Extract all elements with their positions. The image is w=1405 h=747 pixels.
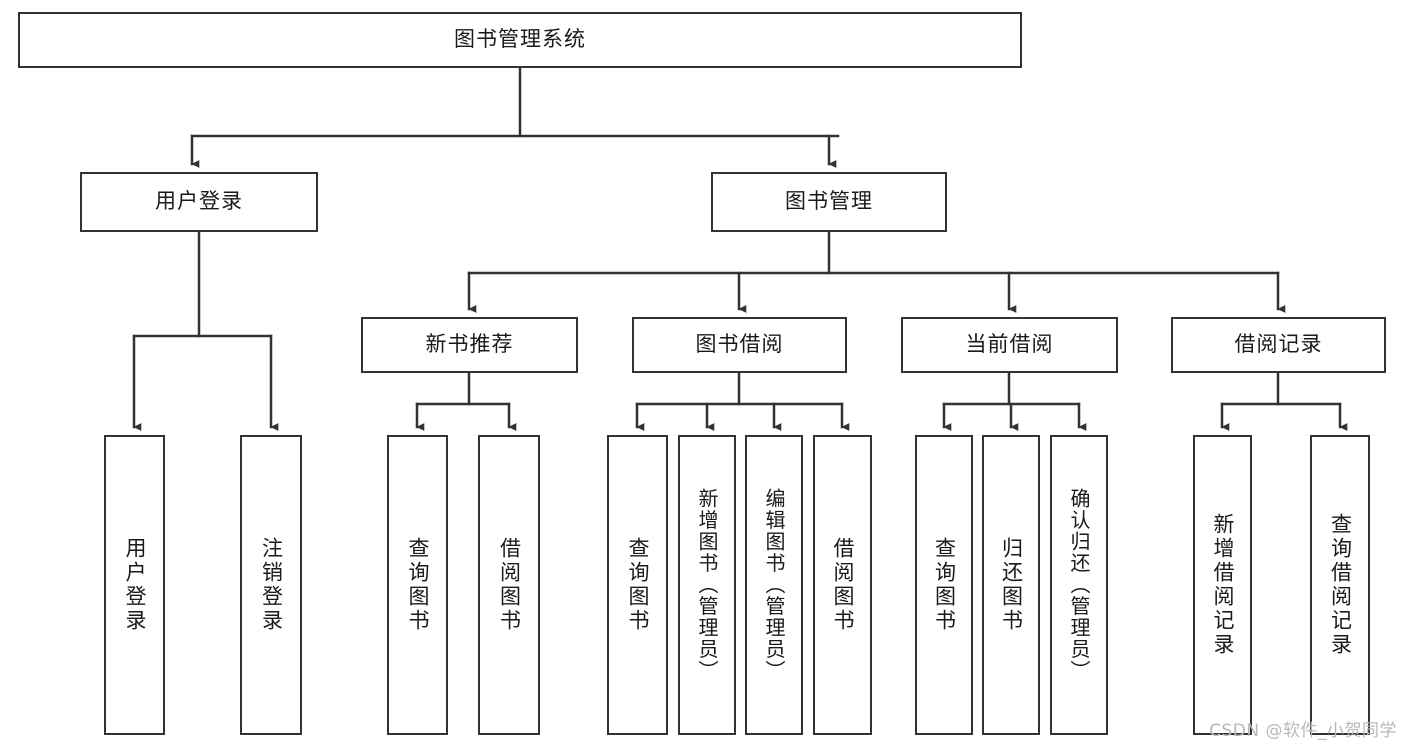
node-label: 用户登录	[123, 537, 147, 633]
node-leaf-query-book-3[interactable]: 查询图书	[915, 435, 973, 735]
node-label: 借阅记录	[1234, 332, 1323, 357]
watermark: CSDN @软件_小贺同学	[1209, 721, 1397, 741]
node-label: 借阅图书	[831, 537, 855, 633]
node-label: 图书借阅	[695, 332, 784, 357]
node-label: 新增借阅记录	[1211, 513, 1235, 657]
node-label: 新增图书（管理员）	[695, 488, 719, 682]
node-leaf-borrow-book-1[interactable]: 借阅图书	[478, 435, 540, 735]
node-label: 查询图书	[626, 537, 650, 633]
node-label: 查询图书	[932, 537, 957, 633]
node-label: 用户登录	[155, 189, 243, 214]
node-leaf-add-book-admin[interactable]: 新增图书（管理员）	[678, 435, 736, 735]
node-leaf-query-book-2[interactable]: 查询图书	[607, 435, 668, 735]
node-label: 新书推荐	[425, 332, 514, 357]
node-leaf-logout[interactable]: 注销登录	[240, 435, 302, 735]
node-current-borrow[interactable]: 当前借阅	[901, 317, 1118, 373]
node-leaf-user-login[interactable]: 用户登录	[104, 435, 165, 735]
node-label: 图书管理	[785, 189, 873, 214]
node-leaf-confirm-return-admin[interactable]: 确认归还（管理员）	[1050, 435, 1108, 735]
node-leaf-borrow-book-2[interactable]: 借阅图书	[813, 435, 872, 735]
node-leaf-add-borrow-record[interactable]: 新增借阅记录	[1193, 435, 1252, 735]
node-label: 当前借阅	[965, 332, 1054, 357]
node-book-management[interactable]: 图书管理	[711, 172, 947, 232]
node-label: 查询借阅记录	[1328, 513, 1353, 657]
node-label: 编辑图书（管理员）	[762, 488, 786, 682]
node-new-book-recommend[interactable]: 新书推荐	[361, 317, 578, 373]
node-label: 图书管理系统	[454, 27, 586, 52]
node-label: 查询图书	[406, 537, 430, 633]
node-book-borrow[interactable]: 图书借阅	[632, 317, 847, 373]
node-label: 确认归还（管理员）	[1067, 488, 1091, 682]
node-leaf-return-book[interactable]: 归还图书	[982, 435, 1040, 735]
node-borrow-record[interactable]: 借阅记录	[1171, 317, 1386, 373]
node-leaf-edit-book-admin[interactable]: 编辑图书（管理员）	[745, 435, 803, 735]
node-label: 注销登录	[259, 537, 284, 633]
node-root-system[interactable]: 图书管理系统	[18, 12, 1022, 68]
node-label: 借阅图书	[497, 537, 522, 633]
node-label: 归还图书	[999, 537, 1024, 633]
node-leaf-query-borrow-record[interactable]: 查询借阅记录	[1310, 435, 1370, 735]
node-user-login[interactable]: 用户登录	[80, 172, 318, 232]
node-leaf-query-book-1[interactable]: 查询图书	[387, 435, 448, 735]
